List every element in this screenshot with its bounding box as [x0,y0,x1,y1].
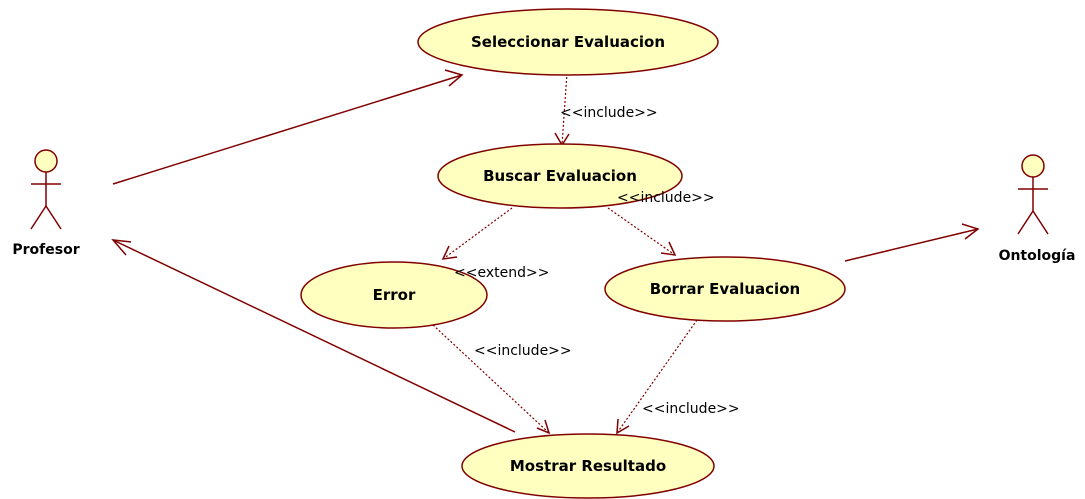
actor-ontologia[interactable]: Ontología [999,154,1076,264]
actor-label-profesor: Profesor [12,242,79,258]
use-case-ellipse [461,433,715,499]
use-case-label-seleccionar: Seleccionar Evaluacion [471,33,665,51]
dependency-buscar-error [442,207,513,260]
use-case-seleccionar-evaluacion[interactable]: Seleccionar Evaluacion [417,8,719,76]
stereotype-seleccionar-buscar: <<include>> [560,105,658,121]
use-case-label-buscar: Buscar Evaluacion [483,167,637,185]
association-arrowhead [444,69,464,87]
actor-head-icon [34,149,58,173]
dependency-buscar-borrar [607,207,676,256]
dependency-arrowhead [441,245,458,260]
use-case-label-borrar: Borrar Evaluacion [650,280,800,298]
use-case-ellipse [300,261,488,329]
use-case-label-mostrar: Mostrar Resultado [510,457,666,475]
use-case-borrar-evaluacion[interactable]: Borrar Evaluacion [604,256,846,322]
actor-label-ontologia: Ontología [999,248,1076,264]
dependency-arrowhead [554,132,570,147]
dependency-arrowhead [660,241,677,256]
dependency-borrar-mostrar [616,319,698,434]
use-case-buscar-evaluacion[interactable]: Buscar Evaluacion [437,143,683,209]
stereotype-buscar-error: <<extend>> [454,265,549,281]
stereotype-labels: <<include>> <<include>> <<extend>> <<inc… [454,105,740,417]
stereotype-error-mostrar: <<include>> [474,343,572,359]
actor-left-leg [1017,210,1034,235]
dependency-seleccionar-buscar [561,72,568,146]
dependency-arrowhead [616,418,630,435]
actor-profesor[interactable]: Profesor [12,149,80,258]
use-case-ellipse [417,8,719,76]
association-borrar-ontologia [844,228,979,262]
actor-head-icon [1021,154,1045,178]
actor-left-leg [30,205,47,230]
dependency-arrowhead [536,419,551,435]
stereotype-buscar-borrar: <<include>> [617,190,715,206]
associations [111,69,980,433]
dependencies [432,72,698,435]
association-mostrar-profesor [112,239,516,433]
use-case-label-error: Error [373,286,416,304]
association-arrowhead [961,223,980,240]
use-case-ellipse [437,143,683,209]
dependency-error-mostrar [432,324,550,434]
use-case-error[interactable]: Error [300,261,488,329]
association-profesor-seleccionar [112,74,463,185]
use-case-mostrar-resultado[interactable]: Mostrar Resultado [461,433,715,499]
association-arrowhead [111,239,132,256]
stereotype-borrar-mostrar: <<include>> [642,401,740,417]
actor-right-leg [1032,210,1049,235]
use-case-ellipse [604,256,846,322]
actor-right-leg [45,205,62,230]
